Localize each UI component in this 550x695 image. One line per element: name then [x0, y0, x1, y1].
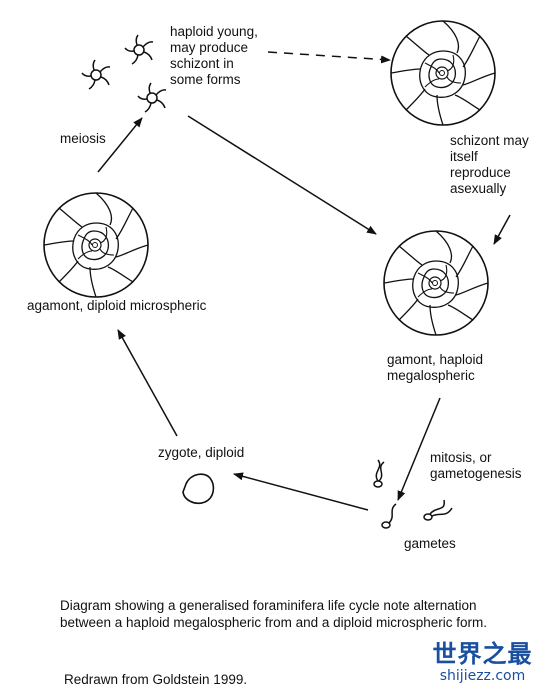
gametes-label: gametes: [404, 536, 456, 551]
arrow-young-to-gamont: [187, 115, 377, 235]
schizont-label: schizont may itself reproduce asexually: [450, 133, 529, 196]
watermark-url: shijiezz.com: [439, 668, 526, 684]
arrow-schizont-to-gamont: [493, 214, 511, 245]
watermark-logo: 世界之最 shijiezz.com: [420, 640, 545, 684]
arrow-gamont-to-gametes: [397, 397, 441, 501]
zygote-label: zygote, diploid: [158, 445, 245, 460]
arrow-gametes-to-zygote: [233, 472, 369, 511]
zygote-cell: [182, 473, 215, 505]
figure-credit: Redrawn from Goldstein 1999.: [64, 672, 248, 687]
meiosis-label: meiosis: [60, 131, 106, 146]
agamont-shell: [43, 192, 149, 298]
agamont-label: agamont, diploid microspheric: [27, 298, 207, 313]
gametes-cells: [373, 459, 453, 529]
haploid-young-cell-2: [124, 34, 154, 65]
haploid-young-label: haploid young, may produce schizont in s…: [170, 24, 258, 87]
haploid-young-cell-3: [137, 82, 167, 113]
figure-caption: Diagram showing a generalised foraminife…: [60, 598, 487, 630]
watermark-main-text: 世界之最: [432, 640, 533, 668]
arrow-agamont-to-young: [97, 117, 143, 173]
gamont-label: gamont, haploid megalospheric: [387, 352, 484, 383]
mitosis-label: mitosis, or gametogenesis: [430, 450, 522, 481]
gamont-shell: [383, 230, 489, 336]
haploid-young-cell-1: [81, 59, 111, 90]
schizont-shell: [390, 20, 496, 126]
arrow-young-to-schizont: [267, 51, 391, 64]
arrow-zygote-to-agamont: [117, 329, 178, 437]
